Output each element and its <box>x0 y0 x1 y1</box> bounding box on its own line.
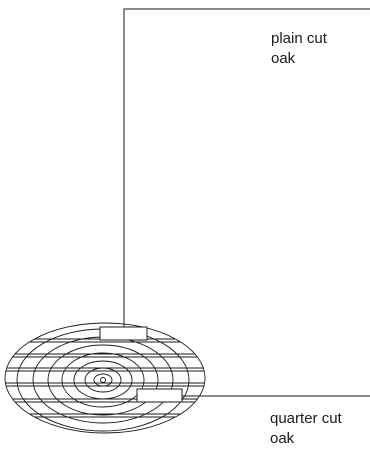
quarter-cut-board <box>137 389 182 402</box>
plain-cut-board <box>100 327 147 340</box>
log-cross-section <box>0 323 220 433</box>
quarter-cut-label: quarter cut oak <box>270 409 342 449</box>
log-pith <box>101 378 106 383</box>
plain-cut-leader-line <box>124 9 370 327</box>
plain-cut-label: plain cut oak <box>271 29 327 69</box>
growth-rings <box>17 329 189 431</box>
